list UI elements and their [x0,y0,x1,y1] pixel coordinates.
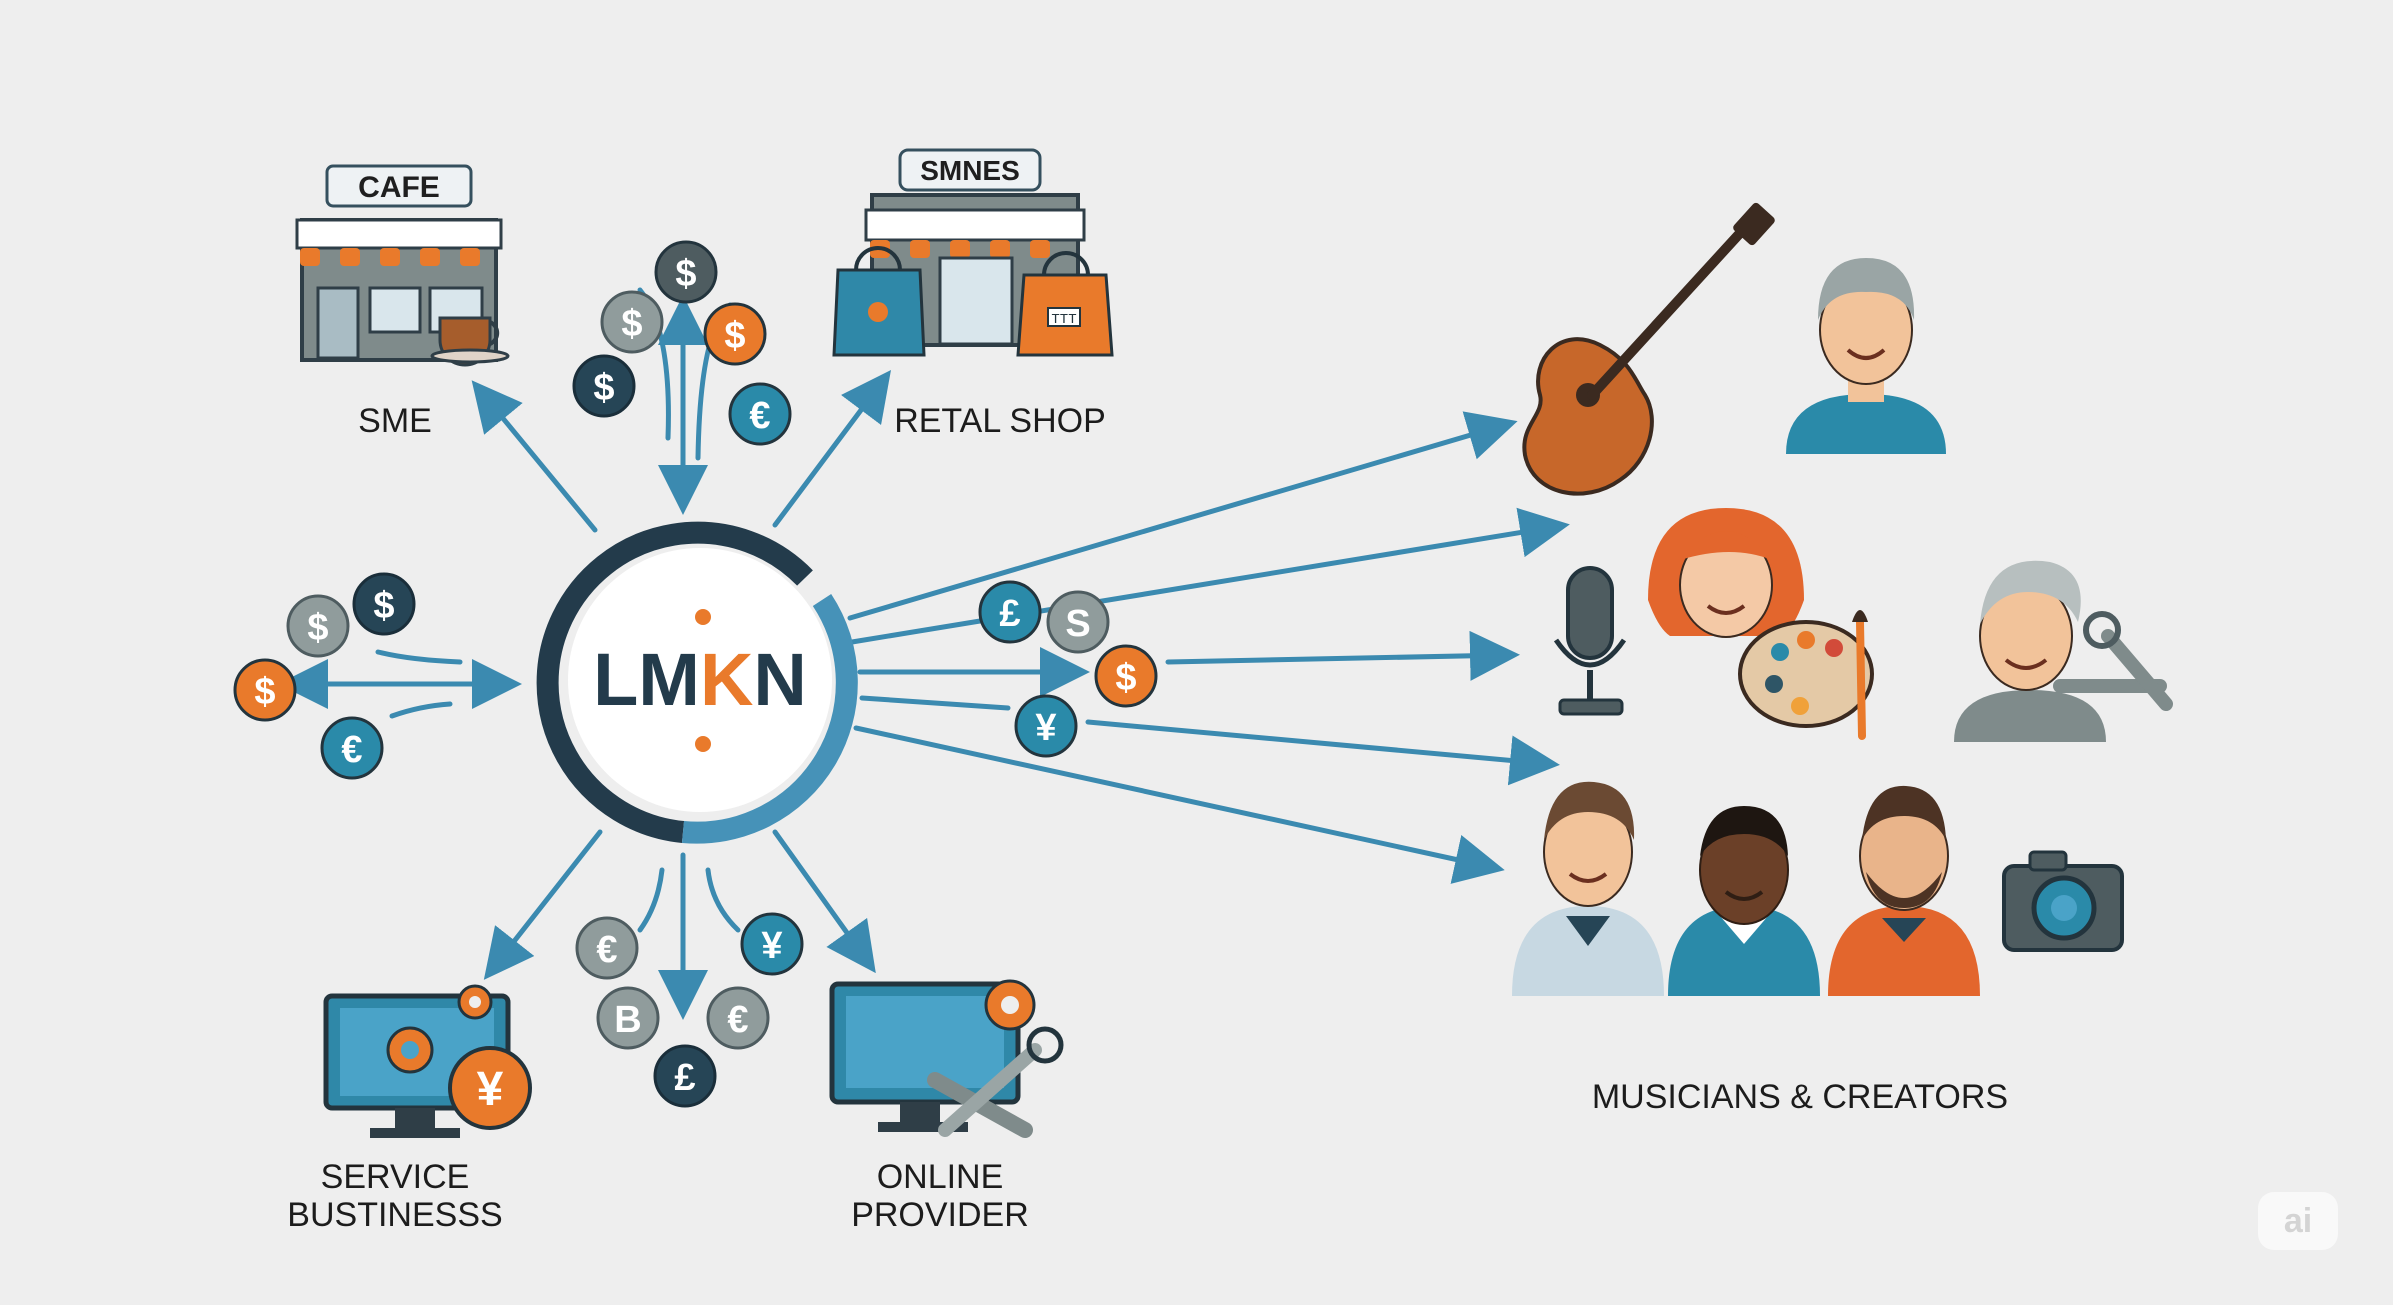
arrow-to-group-b [1085,719,1560,786]
online-computer-icon [829,979,1064,1138]
coin: € [575,916,639,980]
arrow-to-guitar [847,411,1518,621]
svg-text:B: B [614,999,641,1041]
coin: ¥ [1014,694,1078,758]
arrow-bottom-curve-left [637,867,665,933]
service-label-line2: BUSTINESSS [287,1196,503,1234]
coin: $ [703,302,767,366]
svg-text:$: $ [675,253,696,295]
guitar-icon [1522,202,1775,496]
svg-text:€: € [341,729,362,771]
arrow-to-group-c [853,725,1505,884]
hub-ring-dark [536,521,813,843]
online-provider-label: ONLINE PROVIDER [820,1158,1060,1234]
svg-text:€: € [596,929,617,971]
avatar-man-right [1828,785,1980,996]
coin: $ [286,594,350,658]
hub-center [568,548,832,812]
coins-left: $ $ $ € [233,572,416,780]
arrow-bottom-curve-right [705,867,741,933]
coin: S [1046,590,1110,654]
arrow-to-online [772,829,876,974]
coin: ¥ [740,912,804,976]
microphone-icon [1553,566,1627,716]
svg-text:€: € [727,999,748,1041]
arrow-to-service [483,829,603,980]
creators-label: MUSICIANS & CREATORS [1591,1078,2009,1116]
camera-icon [2002,850,2124,952]
service-yen-symbol: ¥ [477,1063,504,1116]
hub-dot-top [695,609,711,625]
coin: $ [352,572,416,636]
svg-text:$: $ [373,585,394,627]
arrow-to-sme [471,380,598,533]
coins-top: $ $ $ $ € [572,240,792,446]
coin: £ [978,580,1042,644]
avatar-man-middle [1668,806,1820,996]
avatar-man-left [1512,781,1664,996]
service-computer-icon [323,984,532,1138]
online-label-line1: ONLINE [876,1158,1004,1196]
coins-right: £ S $ ¥ [978,580,1158,758]
arrow-to-artist-2 [1165,630,1520,681]
hub-logo: LMKN [593,638,807,721]
hub-dot-bottom [695,736,711,752]
paint-palette-icon [1738,610,1874,740]
svg-text:¥: ¥ [761,925,782,967]
sme-label: SME [358,402,432,440]
service-business-label: SERVICE BUSTINESSS [270,1158,520,1234]
online-label-line2: PROVIDER [851,1196,1029,1234]
svg-text:$: $ [724,315,745,357]
coin: £ [653,1044,717,1108]
svg-text:£: £ [999,593,1020,635]
coin: $ [1094,644,1158,708]
cafe-storefront-icon [295,164,510,367]
hub-ring-blue [681,593,858,844]
arrow-to-retail [772,369,891,528]
service-label-line1: SERVICE [320,1158,470,1196]
coins-bottom: € ¥ B € £ [575,912,804,1108]
svg-text:€: € [749,395,770,437]
svg-text:¥: ¥ [1035,707,1056,749]
coin: B [596,986,660,1050]
cafe-sign: CAFE [358,171,440,204]
arrow-left-curve-top [375,649,463,665]
svg-text:$: $ [1115,657,1136,699]
svg-text:£: £ [674,1057,695,1099]
arrow-left-curve-bottom [389,701,453,719]
retail-shop-label: RETAL SHOP [894,402,1106,440]
arrow-to-singer [849,507,1570,645]
hub: LMKN [536,521,858,844]
svg-text:$: $ [593,367,614,409]
retail-sign: SMNES [920,155,1020,186]
avatar-older-man [1786,258,1946,454]
arrow-to-group-a [859,695,1011,711]
coin: € [728,382,792,446]
coin: € [320,716,384,780]
svg-text:$: $ [307,607,328,649]
ai-badge: ai [2258,1192,2338,1250]
avatar-grandpa [1954,560,2106,742]
coin: € [706,986,770,1050]
arrows [278,287,1570,1020]
svg-text:$: $ [254,671,275,713]
svg-text:S: S [1065,603,1090,645]
wrench-icon [2053,611,2173,711]
avatar-woman [1648,508,1804,638]
coin: $ [233,658,297,722]
svg-text:$: $ [621,303,642,345]
coin: $ [572,354,636,418]
retail-storefront-icon [832,148,1114,357]
bag-tag: TTT [1051,312,1076,328]
coin: $ [600,290,664,354]
coin: $ [654,240,718,304]
